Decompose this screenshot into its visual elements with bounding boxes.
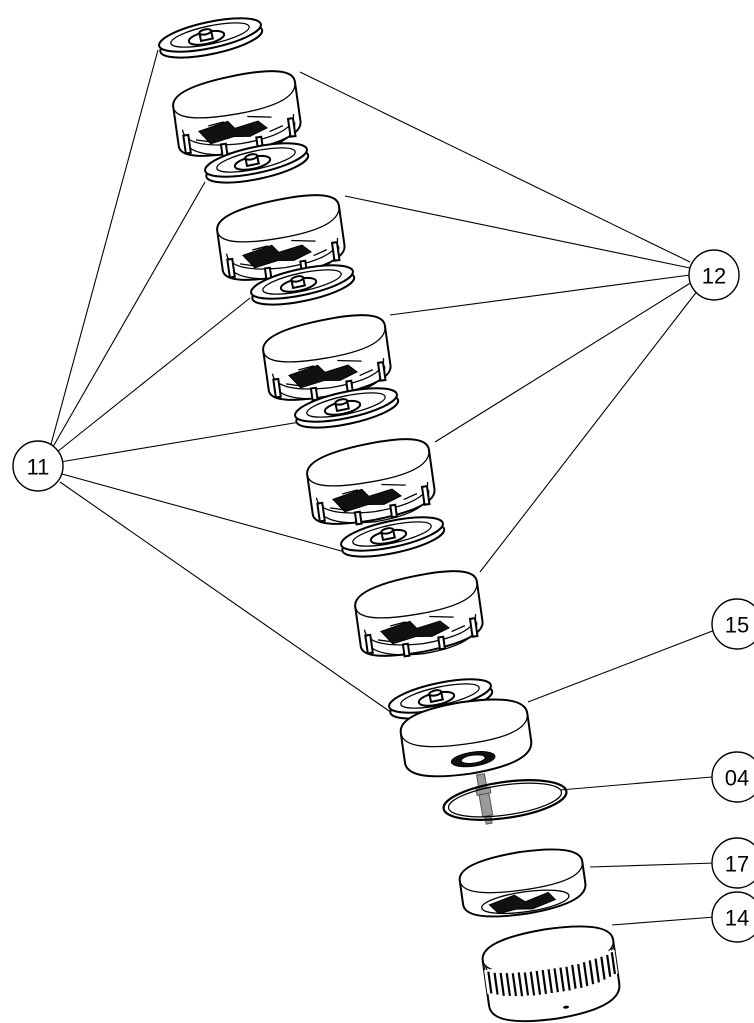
- part-washer-1: [155, 10, 266, 66]
- leader-lines-12: [299, 71, 699, 573]
- callout-17-label: 17: [725, 852, 749, 877]
- callout-15: 15: [711, 598, 754, 650]
- part-cage-5: [351, 565, 487, 664]
- callout-11-label: 11: [27, 455, 50, 480]
- callout-14: 14: [711, 891, 754, 943]
- part-pin: [475, 773, 494, 825]
- callout-12-label: 12: [702, 264, 726, 289]
- callout-17: 17: [711, 837, 754, 889]
- part-cap-15: [399, 698, 533, 778]
- callout-14-label: 14: [725, 906, 749, 931]
- part-insert-17: [458, 848, 587, 918]
- leader-line-04: [559, 776, 713, 791]
- callout-15-label: 15: [725, 613, 749, 638]
- callout-12: 12: [688, 249, 740, 301]
- leader-lines-11: [49, 49, 393, 714]
- callout-04: 04: [711, 751, 754, 803]
- leader-line-17: [589, 862, 716, 868]
- callout-11: 11: [12, 440, 64, 492]
- part-endcap-14: [481, 925, 621, 1023]
- leader-line-14: [611, 916, 716, 926]
- part-cage-4: [303, 433, 439, 532]
- callout-04-label: 04: [725, 766, 749, 791]
- leader-line-15: [527, 629, 716, 703]
- part-oring-04: [442, 779, 568, 821]
